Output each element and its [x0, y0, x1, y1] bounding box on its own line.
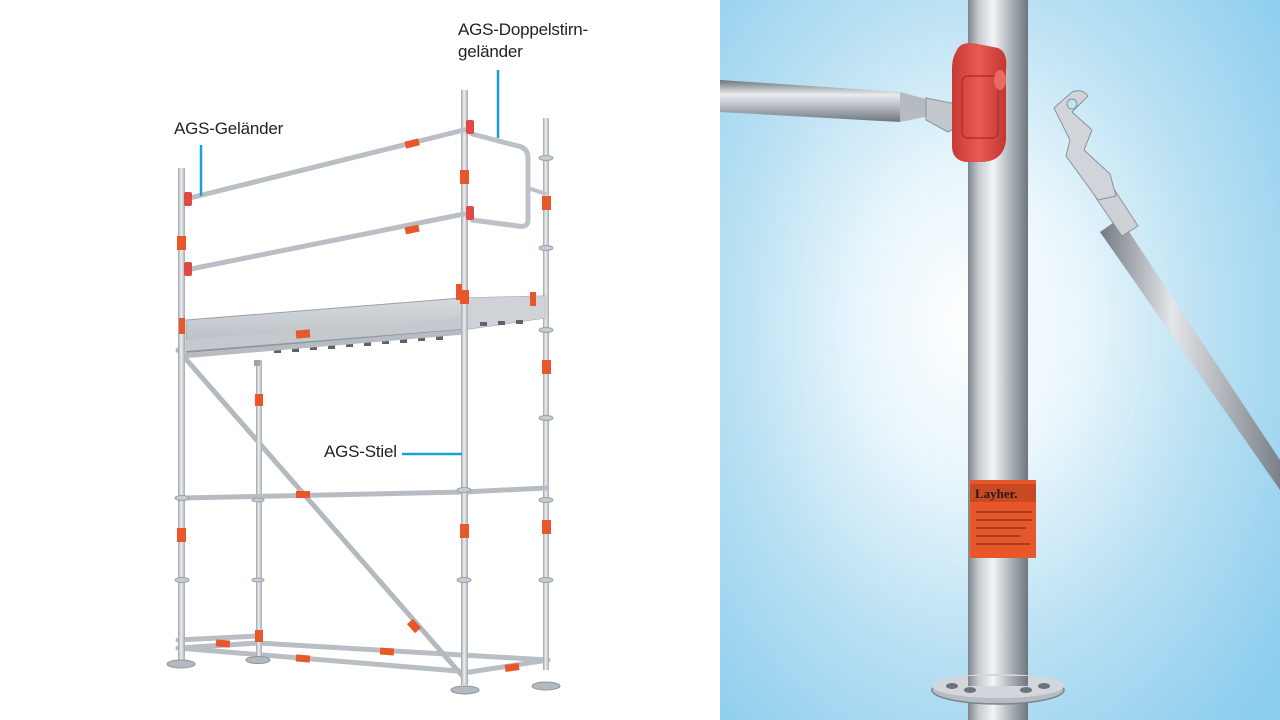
scaffold-illustration-panel: AGS-Geländer AGS-Doppelstirn- geländer A…	[166, 19, 589, 695]
detached-railing	[1053, 90, 1280, 490]
rosette-disk	[931, 674, 1065, 705]
callout-lines	[199, 70, 500, 456]
closeup-drawing: Layher.	[720, 0, 1280, 720]
scaffold-drawing	[166, 70, 561, 695]
red-clip	[952, 43, 1007, 162]
railing-tube	[720, 80, 978, 133]
label-line-1: AGS-Doppelstirn-	[458, 20, 589, 39]
railings	[183, 127, 467, 273]
product-label: Layher.	[970, 480, 1036, 558]
ledgers	[179, 329, 549, 501]
label-ags-railing: AGS-Geländer	[174, 119, 284, 138]
label-line-2: geländer	[458, 42, 523, 61]
diagonal-brace	[175, 347, 469, 683]
front-posts	[178, 90, 468, 685]
orange-markers	[177, 138, 551, 672]
base-frame	[175, 633, 551, 675]
base-plates	[166, 656, 561, 695]
rear-posts	[256, 118, 549, 670]
platform-deck	[185, 295, 546, 353]
rosettes	[174, 155, 554, 583]
label-brand: Layher.	[975, 486, 1018, 501]
closeup-photo-panel: Layher.	[720, 0, 1280, 720]
label-ags-double-end-railing: AGS-Doppelstirn- geländer	[458, 19, 588, 63]
label-ags-post: AGS-Stiel	[324, 442, 397, 461]
end-railing-loop	[469, 131, 531, 229]
railing-clips	[184, 120, 474, 276]
